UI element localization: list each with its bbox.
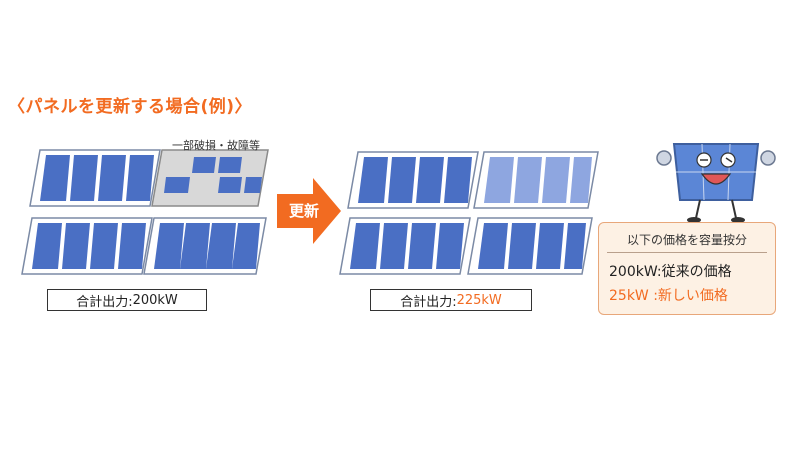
solar-panel (143, 217, 267, 275)
page-title: 〈パネルを更新する場合(例)〉 (8, 97, 253, 117)
damage-label: 一部破損・故障等 (172, 139, 260, 152)
solar-panel (21, 217, 153, 275)
old-price-line: 200kW:従来の価格 (609, 264, 732, 280)
solar-panel (467, 217, 593, 275)
arrow-icon (277, 178, 341, 244)
solar-panel (347, 151, 479, 209)
solar-panel (339, 217, 471, 275)
after-total-output: 合計出力:225kW (370, 289, 532, 311)
solar-panel-mascot-icon (656, 143, 776, 223)
solar-panel (29, 149, 161, 207)
total-label: 合計出力: (400, 294, 457, 310)
total-label: 合計出力: (76, 294, 133, 310)
divider (607, 252, 767, 253)
before-total-output: 合計出力:200kW (47, 289, 207, 311)
price-box-heading: 以下の価格を容量按分 (626, 233, 747, 247)
new-solar-panel (473, 151, 599, 209)
arrow-label: 更新 (288, 202, 319, 220)
price-allocation-box: 以下の価格を容量按分 200kW:従来の価格 25kW :新しい価格 (598, 222, 776, 315)
damaged-solar-panel (151, 149, 269, 207)
after-panel-array (339, 151, 599, 275)
total-value: 200kW (132, 292, 178, 308)
before-panel-array (21, 149, 269, 275)
total-value: 225kW (456, 292, 502, 308)
new-price-line: 25kW :新しい価格 (609, 288, 728, 304)
